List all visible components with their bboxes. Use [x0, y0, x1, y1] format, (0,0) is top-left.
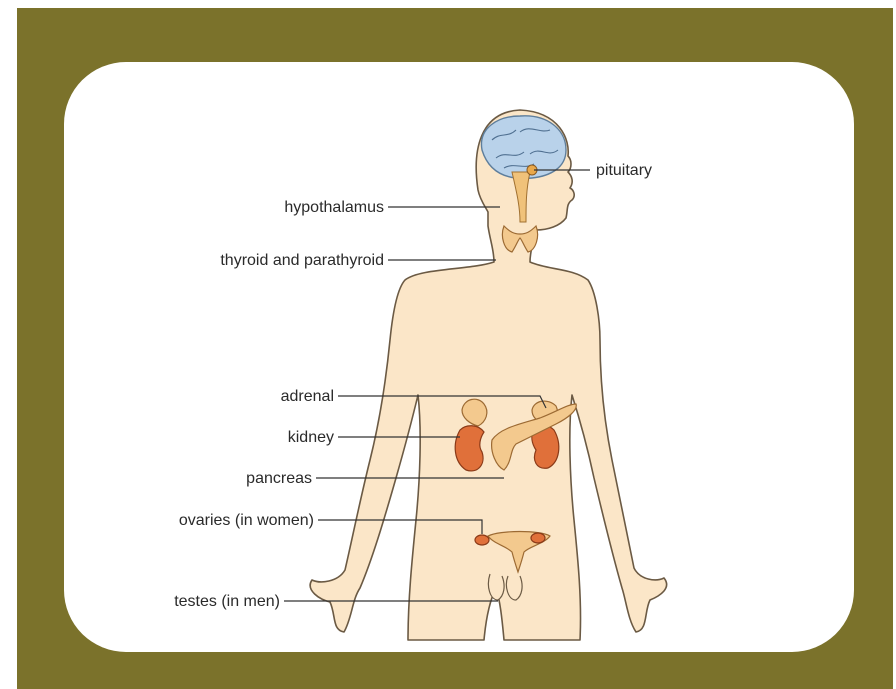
label-thyroid: thyroid and parathyroid	[220, 252, 384, 269]
label-testes: testes (in men)	[174, 593, 280, 610]
ovary-right	[531, 533, 545, 543]
ovary-left	[475, 535, 489, 545]
body-silhouette	[310, 110, 666, 640]
brain-shape	[481, 116, 566, 179]
label-ovaries: ovaries (in women)	[179, 512, 314, 529]
label-pancreas: pancreas	[246, 470, 312, 487]
label-adrenal: adrenal	[281, 388, 334, 405]
label-hypothalamus: hypothalamus	[284, 199, 384, 216]
kidney-left	[455, 426, 484, 471]
label-kidney: kidney	[288, 429, 334, 446]
label-pituitary: pituitary	[596, 162, 652, 179]
